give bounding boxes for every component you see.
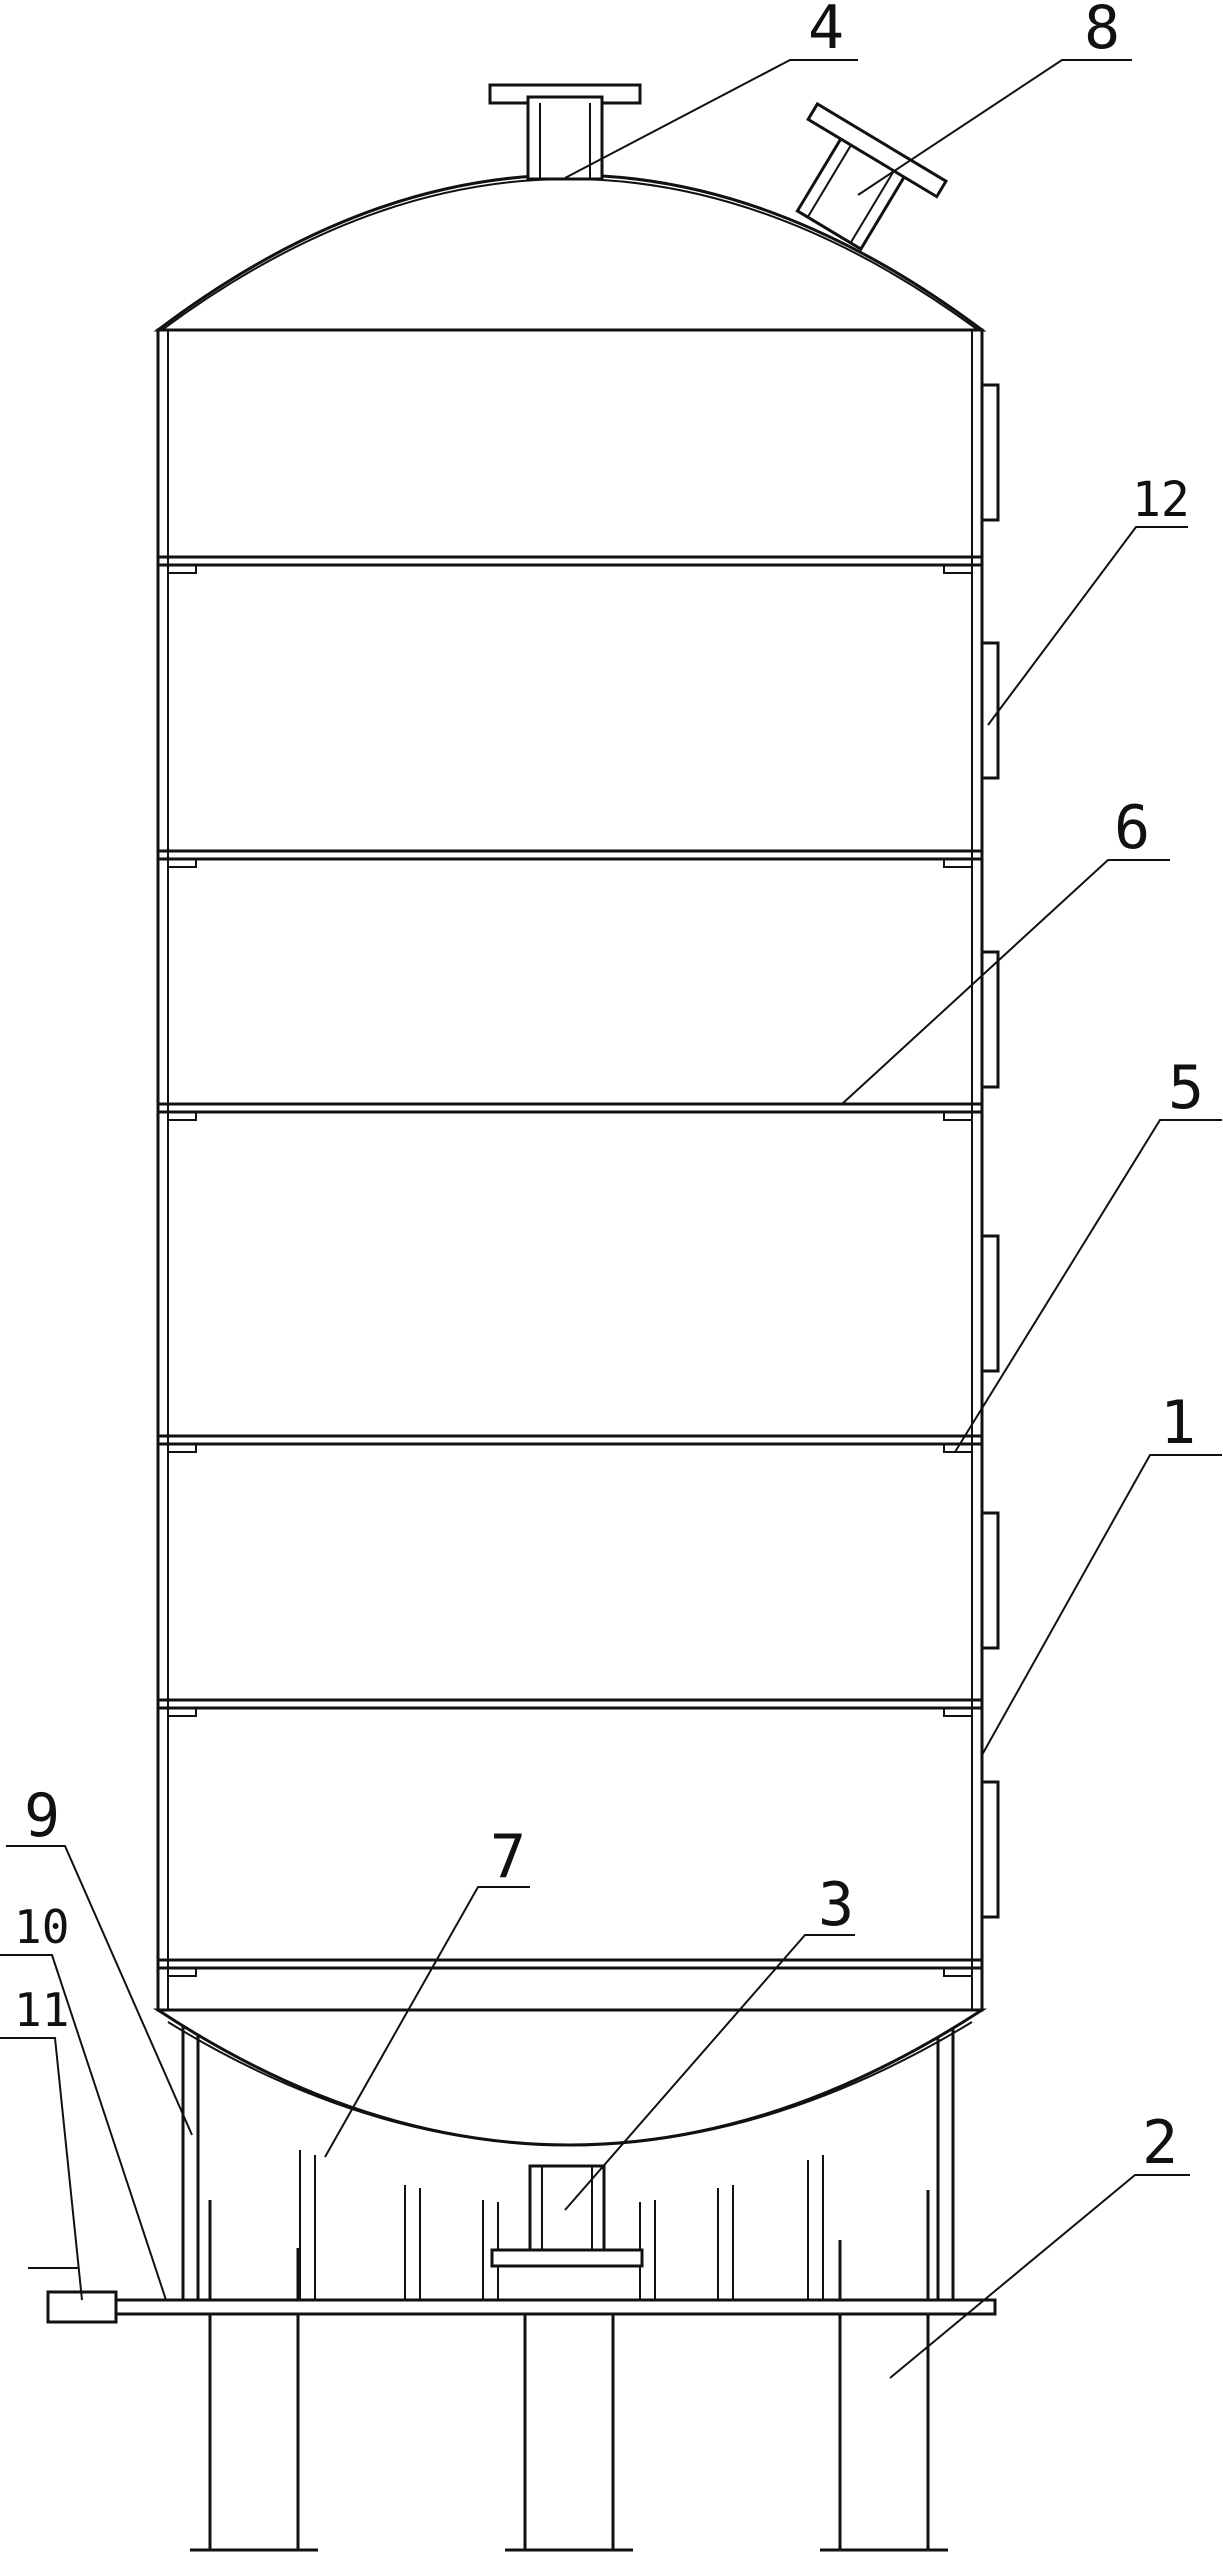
- leader-9: [6, 1845, 193, 2136]
- tray-lugs: [167, 564, 973, 1977]
- trays: [158, 555, 982, 1970]
- leader-10: [0, 1954, 167, 2301]
- label-5: 5: [1168, 1053, 1204, 1123]
- label-4: 4: [808, 0, 844, 63]
- lug: [943, 1111, 973, 1121]
- lug: [167, 1967, 197, 1977]
- lug: [167, 1707, 197, 1717]
- inclined-nozzle-wall-left: [806, 141, 854, 218]
- lug: [943, 564, 973, 574]
- leader-3: [564, 1934, 855, 2211]
- lug: [943, 1707, 973, 1717]
- bottom-nozzle-flange: [490, 2248, 644, 2268]
- inclined-nozzle: [795, 101, 949, 252]
- lug: [167, 1443, 197, 1453]
- bottom-head: [152, 2008, 988, 2147]
- top-nozzle: [488, 83, 642, 181]
- side-door: [980, 950, 1000, 1089]
- leader-8: [857, 59, 1132, 196]
- bottom-head-inner: [167, 2021, 973, 2146]
- label-11: 11: [14, 1983, 69, 2037]
- leader-12: [987, 526, 1188, 726]
- label-12: 12: [1132, 472, 1190, 528]
- inclined-nozzle-wall-right: [849, 166, 897, 244]
- side-door: [980, 1780, 1000, 1919]
- inclined-nozzle-flange: [806, 101, 949, 199]
- leader-2: [889, 2174, 1190, 2379]
- leader-5: [954, 1119, 1222, 1453]
- base-beam: [108, 2298, 997, 2316]
- leader-6: [841, 859, 1170, 1105]
- label-7: 7: [490, 1822, 526, 1892]
- label-1: 1: [1160, 1388, 1196, 1458]
- support-leg-right: [838, 2298, 930, 2552]
- side-door: [980, 383, 1000, 522]
- leader-7: [324, 1886, 530, 2158]
- lug: [943, 1967, 973, 1977]
- leader-lines: [0, 59, 1222, 2379]
- side-doors: [980, 383, 1000, 1919]
- cylinder-shell: [156, 328, 984, 2012]
- label-6: 6: [1114, 793, 1150, 863]
- label-3: 3: [818, 1870, 854, 1940]
- side-door: [980, 641, 1000, 780]
- lug: [943, 1443, 973, 1453]
- support-leg-center: [523, 2298, 615, 2552]
- lug: [167, 858, 197, 868]
- lug: [943, 858, 973, 868]
- support-leg-left: [208, 2298, 300, 2552]
- bottom-nozzle: [490, 2164, 644, 2268]
- lug: [167, 1111, 197, 1121]
- leader-11: [0, 2037, 83, 2301]
- leader-1: [981, 1454, 1222, 1756]
- side-door: [980, 1511, 1000, 1650]
- lug: [167, 564, 197, 574]
- label-9: 9: [24, 1781, 60, 1851]
- leader-4: [564, 59, 858, 179]
- vessel: [152, 173, 1000, 2147]
- label-10: 10: [14, 1900, 69, 1954]
- side-door: [980, 1234, 1000, 1373]
- label-8: 8: [1084, 0, 1120, 63]
- part-labels: 4 8 12 6 5 1 9 7 3 10 11 2: [14, 0, 1204, 2178]
- label-2: 2: [1142, 2108, 1178, 2178]
